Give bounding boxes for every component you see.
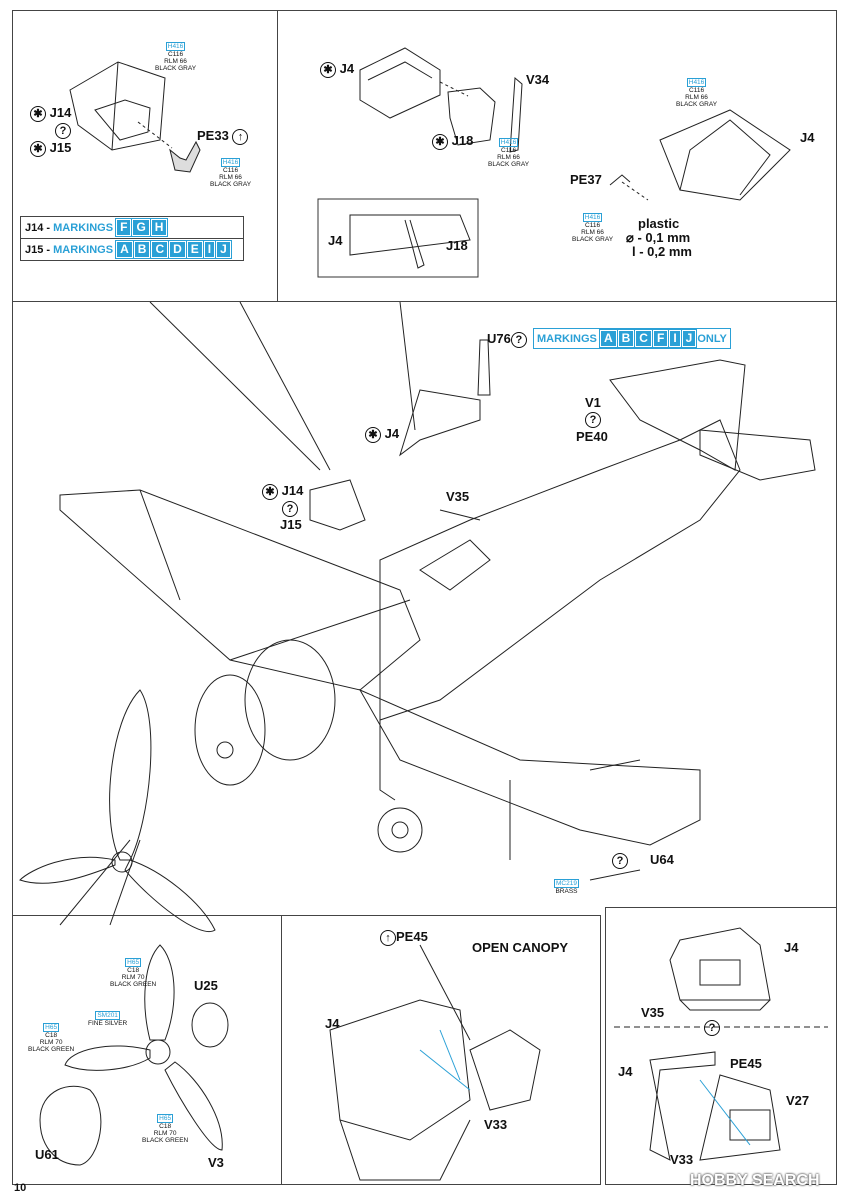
watermark: HOBBY SEARCH [690, 1172, 820, 1189]
j4-label-top: ✱ J4 [320, 61, 354, 78]
panel-main [12, 301, 837, 916]
inset-j18-label: J18 [446, 238, 468, 253]
j14-label-main: ✱ J14 [262, 483, 303, 500]
u25-label: U25 [194, 978, 218, 993]
pe45-label-bm: ↑PE45 [380, 929, 428, 946]
u64-label: U64 [650, 852, 674, 867]
v3-label: V3 [208, 1155, 224, 1170]
star-symbol-icon: ✱ [320, 61, 336, 78]
question-icon: ? [612, 852, 628, 869]
j4-label-tr: J4 [800, 130, 815, 145]
aircraft-drawing [59, 339, 816, 881]
u64-question: ? [612, 852, 628, 869]
v35-label-br: V35 [641, 1005, 665, 1020]
j14-label: ✱ J14 [30, 105, 71, 122]
arrow-up-icon: ↑ [232, 128, 249, 145]
j4-label-br-top: J4 [784, 940, 799, 955]
star-symbol-icon: ✱ [365, 426, 381, 443]
v34-label: V34 [526, 72, 550, 87]
v33-label-br: V33 [670, 1152, 694, 1167]
j15-label: ✱ J15 [30, 140, 71, 157]
open-canopy-title: OPEN CANOPY [472, 940, 569, 955]
propeller-drawing [19, 689, 216, 932]
diameter-icon: ⌀ [626, 230, 634, 245]
open-canopy-drawing [329, 944, 541, 1181]
arrow-up-icon: ↑ [380, 929, 396, 946]
question-icon: ? [282, 500, 298, 517]
j14-armor-drawing [69, 61, 201, 173]
j18-inset-frame [317, 198, 479, 278]
j4-label-bm: J4 [325, 1016, 340, 1031]
pe40-label: PE40 [576, 429, 608, 444]
plastic-diameter: ⌀ - 0,1 mm [626, 230, 691, 245]
propeller-parts-drawing [39, 944, 229, 1166]
page-number: 10 [14, 1182, 27, 1194]
j4-label-main: ✱ J4 [365, 426, 399, 443]
star-symbol-icon: ✱ [262, 483, 278, 500]
canopy-open-view-drawing [649, 1051, 781, 1161]
question-symbol: ? [55, 122, 71, 139]
inset-j4-label: J4 [328, 233, 343, 248]
br-question: ? [704, 1019, 720, 1036]
plastic-length: l - 0,2 mm [632, 244, 692, 259]
pe45-label-br: PE45 [730, 1056, 762, 1071]
canopy-top-view-drawing [669, 927, 771, 1011]
question-icon: ? [585, 411, 601, 428]
u76-label: U76? [487, 331, 527, 348]
v1-label: V1 [585, 395, 601, 410]
j4-j18-drawing [359, 47, 523, 153]
plastic-label: plastic [638, 216, 680, 231]
j18-label: ✱ J18 [432, 133, 473, 150]
star-symbol-icon: ✱ [432, 133, 448, 150]
question-icon: ? [510, 331, 527, 348]
j15-label-main: J15 [280, 517, 302, 532]
panel-top-left [12, 10, 278, 302]
panel-bottom-middle [281, 915, 601, 1185]
pe33-label: PE33 ↑ [197, 128, 249, 145]
j4-label-br-bot: J4 [618, 1064, 633, 1079]
v27-label-br: V27 [786, 1093, 810, 1108]
pe37-label: PE37 [570, 172, 602, 187]
v33-label-bm: V33 [484, 1117, 508, 1132]
v35-label-main: V35 [446, 489, 470, 504]
star-symbol-icon: ✱ [30, 105, 46, 122]
j4-armor-drawing [609, 109, 791, 201]
u61-label: U61 [35, 1147, 59, 1162]
panel-top-middle [277, 10, 837, 302]
question-icon: ? [55, 122, 71, 139]
j15-question-main: ? [282, 500, 298, 517]
panel-bottom-right [605, 907, 837, 1185]
question-icon: ? [704, 1019, 720, 1036]
panel-bottom-left [12, 915, 282, 1185]
star-symbol-icon: ✱ [30, 140, 46, 157]
pe40-question: ? [585, 411, 601, 428]
